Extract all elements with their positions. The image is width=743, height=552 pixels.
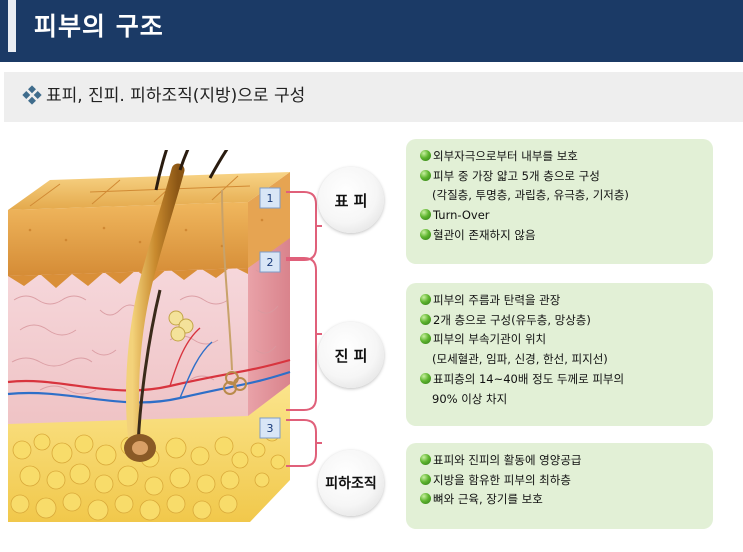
skin-cross-section-illustration: 1 2 3: [7, 150, 291, 522]
green-bullet-icon: [420, 333, 431, 345]
layer-name: 진 피: [334, 346, 368, 365]
subcutaneous-description-box: 표피와 진피의 활동에 영양공급 지방을 함유한 피부의 최하층 뼈와 근육, …: [406, 443, 713, 529]
description-line: (각질층, 투명층, 과립층, 유극층, 기저층): [432, 188, 629, 203]
dermis-description-box: 피부의 주름과 탄력을 관장 2개 층으로 구성(유두층, 망상층) 피부의 부…: [406, 283, 713, 426]
description-line: 2개 층으로 구성(유두층, 망상층): [420, 311, 703, 331]
layer-name: 표 피: [334, 191, 368, 210]
epidermis-description-box: 외부자극으로부터 내부를 보호 피부 중 가장 얇고 5개 층으로 구성 (각질…: [406, 139, 713, 264]
green-bullet-icon: [420, 209, 431, 221]
description-line: 피부의 주름과 탄력을 관장: [420, 291, 703, 311]
layer-label-subcutaneous: 피하조직: [318, 450, 384, 516]
title-accent-stripe: [8, 0, 16, 52]
green-bullet-icon: [420, 169, 431, 181]
subtitle-text: 표피, 진피. 피하조직(지방)으로 구성: [46, 86, 306, 106]
layer-label-epidermis: 표 피: [318, 167, 384, 233]
page-title: 피부의 구조: [34, 12, 164, 41]
layer-marker-3: 3: [267, 422, 274, 435]
layer-marker-2: 2: [267, 256, 274, 269]
green-bullet-icon: [420, 493, 431, 505]
green-bullet-icon: [420, 294, 431, 305]
description-line: 표피와 진피의 활동에 영양공급: [420, 451, 703, 471]
description-line: 90% 이상 차지: [432, 391, 508, 406]
description-line: 외부자극으로부터 내부를 보호: [420, 147, 703, 167]
description-line: Turn-Over: [420, 206, 703, 226]
description-line: 피부 중 가장 얇고 5개 층으로 구성: [420, 167, 703, 187]
diamond-bullet-icon: [22, 85, 42, 105]
layer-marker-1: 1: [267, 192, 274, 205]
description-line: (모세혈관, 임파, 신경, 한선, 피지선): [432, 352, 608, 367]
subtitle-bar: 표피, 진피. 피하조직(지방)으로 구성: [4, 72, 743, 122]
green-bullet-icon: [420, 372, 431, 384]
title-bar: 피부의 구조: [0, 0, 743, 62]
green-bullet-icon: [420, 150, 431, 161]
layer-label-dermis: 진 피: [318, 322, 384, 388]
description-line: 지방을 함유한 피부의 최하층: [420, 471, 703, 491]
description-line: 표피층의 14~40배 정도 두께로 피부의: [420, 370, 703, 390]
green-bullet-icon: [420, 313, 431, 325]
description-line: 피부의 부속기관이 위치: [420, 330, 703, 350]
green-bullet-icon: [420, 228, 431, 240]
green-bullet-icon: [420, 454, 431, 465]
layer-name: 피하조직: [325, 476, 377, 492]
layer-brackets: [286, 191, 322, 467]
description-line: 뼈와 근육, 장기를 보호: [420, 490, 703, 510]
green-bullet-icon: [420, 473, 431, 485]
description-line: 혈관이 존재하지 않음: [420, 226, 703, 246]
